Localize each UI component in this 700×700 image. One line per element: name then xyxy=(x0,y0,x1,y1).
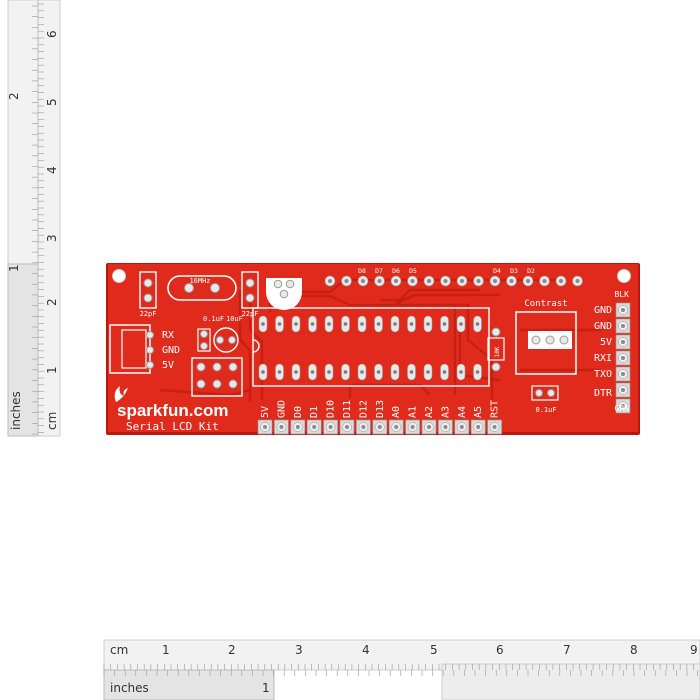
bottom-ruler-cm-2: 2 xyxy=(228,643,236,657)
cap-10uf-label: 10uF xyxy=(226,315,243,323)
top-header-label: D4 xyxy=(493,267,501,275)
contrast-label: Contrast xyxy=(524,299,567,309)
bottom-header-label: 5V xyxy=(260,406,271,418)
pcb-board: 16MHz 22pF 22pF 0.1uF 10uF xyxy=(106,263,640,435)
cap-bottom-right-label: 0.1uF xyxy=(535,406,556,414)
bottom-header-label: D0 xyxy=(293,406,304,418)
bottom-header-label: A5 xyxy=(473,406,484,418)
bottom-ruler-cm-6: 6 xyxy=(496,643,504,657)
left-ruler-cm-3: 3 xyxy=(45,234,59,242)
cap-22pf-left-footprint: 22pF xyxy=(139,271,157,318)
bottom-header-label: A1 xyxy=(408,406,419,418)
crystal-label: 16MHz xyxy=(189,277,210,285)
pcb-traces xyxy=(159,278,611,402)
left-ruler-inches-label: inches xyxy=(9,391,23,430)
contrast-pot-footprint: Contrast xyxy=(515,299,577,375)
left-ruler-cm-2: 2 xyxy=(45,298,59,306)
resistor-label: 10K xyxy=(494,346,501,357)
left-label-5v: 5V xyxy=(162,360,174,371)
bottom-header-pins xyxy=(257,419,502,435)
left-label-rx: RX xyxy=(162,330,174,341)
bottom-ruler-cm-8: 8 xyxy=(630,643,638,657)
cap-01uf-label: 0.1uF xyxy=(203,315,224,323)
right-header-label: BLK xyxy=(615,290,630,299)
bottom-header-label: D1 xyxy=(309,406,320,418)
left-ruler-cm-1: 1 xyxy=(45,366,59,374)
right-header-label: GRN xyxy=(615,404,630,413)
right-header-label: DTR xyxy=(594,388,613,399)
top-header-label: D6 xyxy=(392,267,400,275)
left-ruler-inch-2: 2 xyxy=(7,92,21,100)
bottom-ruler: cm 1 2 3 4 5 6 7 8 9 inches 1 xyxy=(103,639,700,700)
cap-bottom-right-footprint: 0.1uF xyxy=(531,385,559,414)
bottom-header-label: D10 xyxy=(326,400,337,418)
board-name-text: Serial LCD Kit xyxy=(126,420,219,433)
left-ruler-cm-label: cm xyxy=(45,412,59,430)
right-header-label: TXO xyxy=(594,369,612,380)
cap-01uf-10uf-footprint: 0.1uF 10uF xyxy=(197,315,243,353)
isp-header-footprint xyxy=(191,357,243,397)
bottom-ruler-cm-3: 3 xyxy=(295,643,303,657)
right-header-label: RXI xyxy=(594,353,612,364)
microcontroller-footprint xyxy=(252,307,490,387)
left-ruler: 2 1 6 5 4 3 2 1 inches cm xyxy=(7,0,61,437)
top-header-label: D5 xyxy=(409,267,417,275)
resistor-10k-footprint: 10K xyxy=(487,327,505,372)
right-header-label: GND xyxy=(594,321,612,332)
cap-22pf-right-footprint: 22pF xyxy=(241,271,259,318)
bottom-header-label: D12 xyxy=(358,400,369,418)
mounting-hole-top-right xyxy=(617,269,631,283)
top-header-label: D2 xyxy=(527,267,535,275)
left-ruler-cm-6: 6 xyxy=(45,30,59,38)
bottom-header-label: GND xyxy=(276,400,287,418)
bottom-header-label: D11 xyxy=(342,400,353,418)
right-header-label: 5V xyxy=(600,337,612,348)
bottom-ruler-cm-7: 7 xyxy=(563,643,571,657)
right-header-pins xyxy=(615,302,631,414)
serial-connector-footprint: RX GND 5V xyxy=(109,324,180,374)
top-header-label: D3 xyxy=(510,267,518,275)
right-header-label: GND xyxy=(594,305,612,316)
top-header-labels: D8 D7 D6 D5 D4 D3 D2 xyxy=(358,267,535,275)
voltage-regulator-footprint xyxy=(266,278,302,310)
mounting-hole-top-left xyxy=(112,269,126,283)
bottom-header-label: A2 xyxy=(424,406,435,418)
bottom-ruler-inch-1: 1 xyxy=(262,681,270,695)
bottom-ruler-cm-1: 1 xyxy=(162,643,170,657)
top-header-label: D8 xyxy=(358,267,366,275)
cap-22pf-right-label: 22pF xyxy=(242,310,259,318)
cap-22pf-left-label: 22pF xyxy=(140,310,157,318)
bottom-ruler-cm-5: 5 xyxy=(430,643,438,657)
bottom-header-label: D13 xyxy=(375,400,386,418)
logo-text: sparkfun.com xyxy=(117,401,228,420)
top-header-pins xyxy=(324,275,583,287)
bottom-header-label: RST xyxy=(490,400,501,418)
bottom-ruler-cm-label: cm xyxy=(110,643,128,657)
bottom-ruler-inches-label: inches xyxy=(110,681,149,695)
left-ruler-inch-1: 1 xyxy=(7,264,21,272)
sparkfun-logo: sparkfun.com Serial LCD Kit xyxy=(114,386,228,433)
top-header-label: D7 xyxy=(375,267,383,275)
left-label-gnd: GND xyxy=(162,345,180,356)
crystal-footprint: 16MHz xyxy=(167,275,237,301)
bottom-ruler-cm-4: 4 xyxy=(362,643,370,657)
bottom-header-label: A3 xyxy=(440,406,451,418)
left-ruler-cm-4: 4 xyxy=(45,166,59,174)
bottom-header-label: A0 xyxy=(391,406,402,418)
bottom-header-label: A4 xyxy=(457,406,468,418)
left-ruler-cm-5: 5 xyxy=(45,98,59,106)
bottom-header-labels: 5V GND D0 D1 D10 D11 D12 D13 A0 A1 A2 A3 A4 A5 RST xyxy=(260,400,501,418)
bottom-ruler-cm-9: 9 xyxy=(690,643,698,657)
